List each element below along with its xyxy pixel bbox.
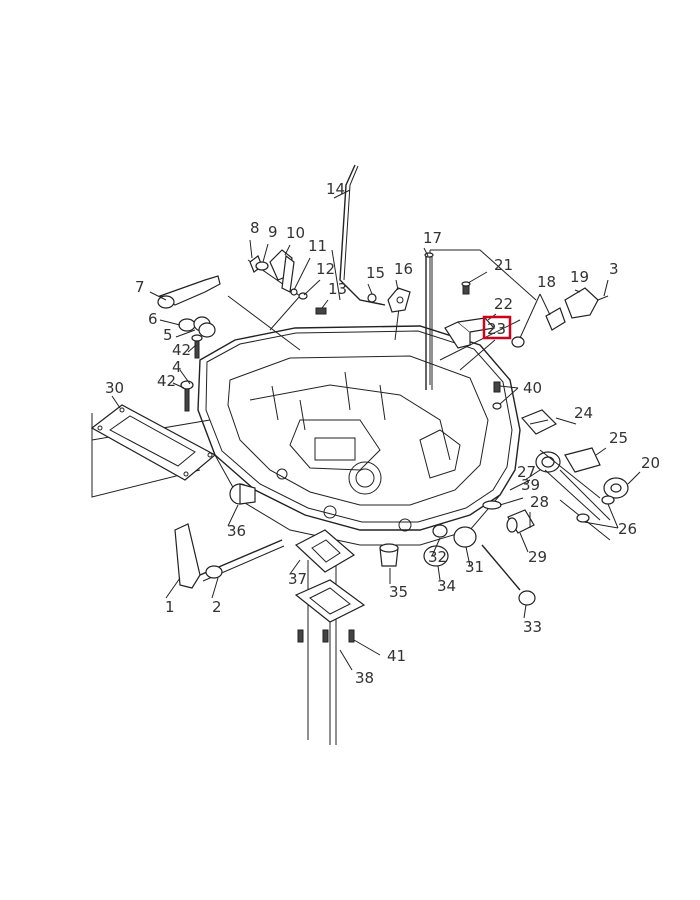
part-37-gasket xyxy=(294,529,356,573)
part-40-bolt xyxy=(492,381,502,410)
part-label-26[interactable]: 26 xyxy=(618,520,637,538)
part-label-11[interactable]: 11 xyxy=(308,237,327,255)
part-label-33[interactable]: 33 xyxy=(523,618,542,636)
part-label-15[interactable]: 15 xyxy=(366,264,385,282)
part-label-25[interactable]: 25 xyxy=(609,429,628,447)
part-33-dipstick xyxy=(481,544,536,606)
part-label-38[interactable]: 38 xyxy=(355,669,374,687)
parts-1-2-tiller xyxy=(174,523,285,589)
part-label-4[interactable]: 4 xyxy=(172,358,182,376)
part-label-36[interactable]: 36 xyxy=(227,522,246,540)
part-label-27[interactable]: 27 xyxy=(517,463,536,481)
part-label-14[interactable]: 14 xyxy=(326,180,345,198)
part-7-lever xyxy=(157,275,221,309)
part-label-20[interactable]: 20 xyxy=(641,454,660,472)
part-label-18[interactable]: 18 xyxy=(537,273,556,291)
part-label-19[interactable]: 19 xyxy=(570,268,589,286)
part-label-28[interactable]: 28 xyxy=(530,493,549,511)
part-label-31[interactable]: 31 xyxy=(465,558,484,576)
part-label-13[interactable]: 13 xyxy=(328,280,347,298)
part-30-gasket xyxy=(90,404,217,481)
part-label-10[interactable]: 10 xyxy=(286,224,305,242)
part-label-7[interactable]: 7 xyxy=(135,278,145,296)
part-label-37[interactable]: 37 xyxy=(288,570,307,588)
parts-8-13-linkage xyxy=(249,249,327,315)
parts-18-19-3-valve xyxy=(511,287,609,348)
parts-15-16-clip xyxy=(367,287,411,313)
part-label-34[interactable]: 34 xyxy=(437,577,456,595)
highlighted-part-23[interactable]: 23 xyxy=(482,315,512,340)
parts-24-27-fuel-connector xyxy=(520,409,629,523)
part-label-42[interactable]: 42 xyxy=(172,341,191,359)
part-label-3[interactable]: 3 xyxy=(609,260,619,278)
part-36-plug xyxy=(229,483,256,505)
part-label-8[interactable]: 8 xyxy=(250,219,260,237)
part-label-6[interactable]: 6 xyxy=(148,310,158,328)
parts-31-35-plugs xyxy=(379,524,477,567)
part-label-35[interactable]: 35 xyxy=(389,583,408,601)
part-4-42-bolts xyxy=(180,334,203,412)
part-label-39[interactable]: 39 xyxy=(521,476,540,494)
part-label-40[interactable]: 40 xyxy=(523,379,542,397)
assembly-guide-lines xyxy=(91,249,611,745)
part-label-24[interactable]: 24 xyxy=(574,404,593,422)
part-label-5[interactable]: 5 xyxy=(163,326,173,344)
part-39-oring xyxy=(482,500,502,510)
part-38-41-leg xyxy=(294,579,366,745)
part-label-30[interactable]: 30 xyxy=(105,379,124,397)
part-29-fitting xyxy=(506,509,535,534)
part-label-9[interactable]: 9 xyxy=(268,223,278,241)
part-5-bushing xyxy=(193,316,216,338)
part-label-23[interactable]: 23 xyxy=(487,320,506,338)
part-label-16[interactable]: 16 xyxy=(394,260,413,278)
part-17-rod xyxy=(424,252,434,390)
part-label-2[interactable]: 2 xyxy=(212,598,222,616)
part-label-22[interactable]: 22 xyxy=(494,295,513,313)
part-6-bushing xyxy=(178,318,196,332)
part-label-21[interactable]: 21 xyxy=(494,256,513,274)
part-label-32[interactable]: 32 xyxy=(428,548,447,566)
highlight-box xyxy=(482,315,512,340)
part-14-rod xyxy=(339,164,386,306)
part-label-12[interactable]: 12 xyxy=(316,260,335,278)
part-label-17[interactable]: 17 xyxy=(423,229,442,247)
part-label-1[interactable]: 1 xyxy=(165,598,175,616)
part-label-29[interactable]: 29 xyxy=(528,548,547,566)
lower-cowling-housing xyxy=(197,325,521,546)
part-label-41[interactable]: 41 xyxy=(387,647,406,665)
label-leader-lines xyxy=(111,189,641,671)
part-label-42[interactable]: 42 xyxy=(157,372,176,390)
